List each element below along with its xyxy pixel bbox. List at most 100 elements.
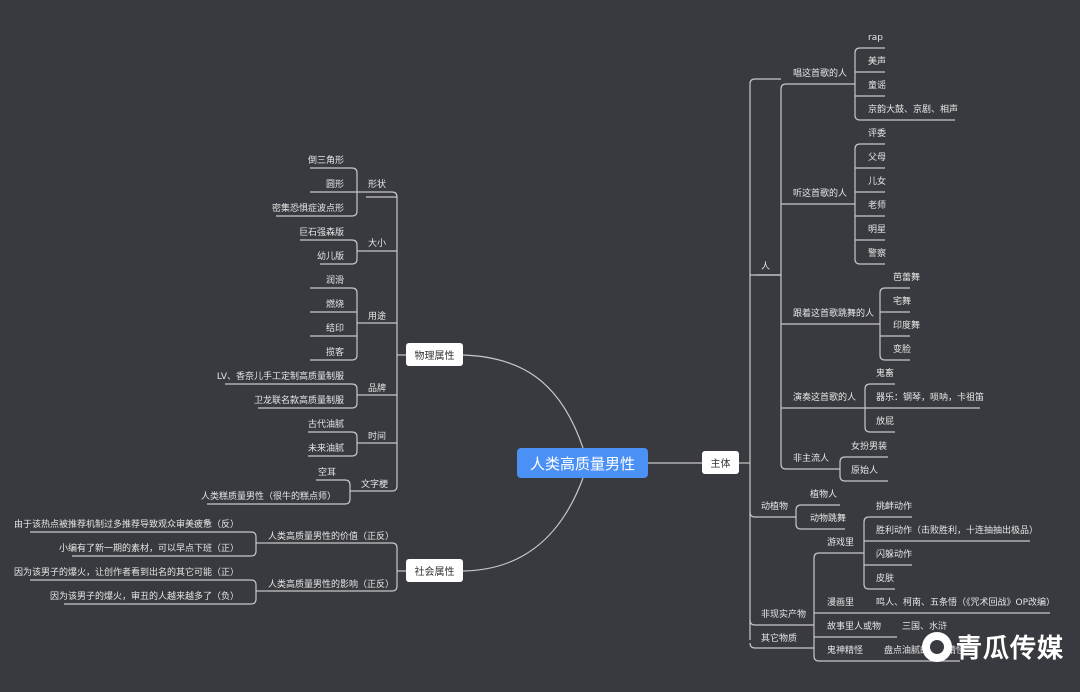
group-games[interactable]: 游戏里 (827, 538, 855, 548)
group-time[interactable]: 时间 (368, 432, 387, 442)
group-comics[interactable]: 漫画里 (827, 598, 855, 608)
connector-line (225, 383, 358, 390)
leaf-item[interactable]: 润滑 (325, 276, 344, 286)
group-usage[interactable]: 用途 (368, 312, 387, 322)
leaf-item[interactable]: 闪躲动作 (876, 550, 913, 560)
leaf-item[interactable]: 印度舞 (893, 321, 921, 331)
connector-line (813, 552, 862, 559)
branch-people[interactable]: 人 (761, 262, 771, 272)
leaf-item[interactable]: 胜利动作（击败胜利，十连抽抽出极品） (876, 526, 1039, 536)
leaf-item[interactable]: 未来油腻 (307, 444, 344, 454)
connector-line (64, 598, 257, 605)
connector-line (310, 167, 358, 174)
leaf-item[interactable]: 人类糕质量男性（很牛的糕点师） (200, 492, 336, 502)
group-brand[interactable]: 品牌 (368, 384, 387, 394)
leaf-item[interactable]: 卫龙联名款高质量制服 (253, 396, 344, 406)
group-dancers[interactable]: 跟着这首歌跳舞的人 (793, 309, 875, 319)
topic-physical-label: 物理属性 (414, 351, 455, 362)
leaf-item[interactable]: 父母 (868, 153, 887, 163)
leaf-item[interactable]: rap (868, 33, 883, 43)
connector-line (316, 479, 351, 486)
leaf-item[interactable]: 燃烧 (325, 300, 344, 310)
leaf-item[interactable]: 巨石强森版 (298, 228, 344, 238)
leaf-item[interactable]: 幼儿版 (316, 252, 344, 262)
leaf-item[interactable]: 挑衅动作 (876, 502, 913, 512)
group-value[interactable]: 人类高质量男性的价值（正反） (268, 532, 395, 542)
branch-animals-plants[interactable]: 动植物 (761, 502, 789, 512)
leaf-item[interactable]: 放屁 (876, 417, 895, 427)
leaf-item[interactable]: 美声 (868, 57, 887, 67)
connector-line (359, 485, 398, 492)
leaf-item[interactable]: 结印 (325, 324, 344, 334)
group-performers[interactable]: 演奏这首歌的人 (793, 393, 857, 403)
leaf-item[interactable]: 古代油腻 (307, 420, 344, 430)
leaf-item[interactable]: 由于该热点被推荐机制过多推荐导致观众审美疲惫（反） (13, 520, 239, 530)
leaf-item[interactable]: 植物人 (810, 490, 838, 500)
connector-line (795, 523, 845, 530)
leaf-item[interactable]: 圆形 (325, 180, 344, 190)
watermark: 青瓜传媒 (922, 628, 1064, 665)
branch-other[interactable]: 其它物质 (761, 634, 798, 644)
connector-line (268, 542, 398, 549)
connector-line (780, 463, 840, 470)
topic-subject[interactable]: 主体 (702, 451, 739, 474)
connector-line (320, 258, 358, 265)
leaf-item[interactable]: 评委 (868, 129, 887, 139)
leaf-item[interactable]: 因为该男子的爆火，审丑的人越来越多了（负） (49, 592, 239, 602)
topic-subject-label: 主体 (710, 459, 731, 470)
leaf-item[interactable]: 原始人 (851, 466, 879, 476)
leaf-item[interactable]: 倒三角形 (307, 156, 344, 166)
leaf-item[interactable]: 儿女 (868, 177, 887, 187)
group-listeners[interactable]: 听这首歌的人 (793, 189, 848, 199)
connector-line (863, 516, 912, 523)
leaf-item[interactable]: 童谣 (868, 81, 887, 91)
leaf-item[interactable]: 明星 (868, 225, 887, 235)
leaf-item[interactable]: 鬼畜 (876, 369, 895, 379)
leaf-item[interactable]: 变脸 (893, 345, 912, 355)
group-shape[interactable]: 形状 (368, 180, 387, 190)
watermark-text: 青瓜传媒 (956, 634, 1065, 664)
leaf-item[interactable]: LV、香奈儿手工定制高质量制服 (216, 372, 344, 382)
topic-social-label: 社会属性 (414, 567, 455, 578)
leaf-item[interactable]: 宅舞 (893, 297, 912, 307)
branch-unreal[interactable]: 非现实产物 (761, 610, 807, 620)
group-singers[interactable]: 唱这首歌的人 (793, 69, 848, 79)
connector-line (276, 210, 358, 217)
connector-line (854, 114, 955, 121)
root-connector (462, 477, 584, 572)
connector-line (813, 655, 960, 662)
connector-line (30, 579, 257, 586)
leaf-item[interactable]: 皮肤 (876, 574, 895, 584)
leaf-item[interactable]: 动物跳舞 (810, 514, 847, 524)
leaf-item[interactable]: 空耳 (317, 468, 336, 478)
leaf-item[interactable]: 警察 (868, 249, 887, 259)
leaf-item[interactable]: 老师 (868, 201, 887, 211)
leaf-item[interactable]: 京韵大鼓、京剧、相声 (868, 105, 959, 115)
leaf-item[interactable]: 小编有了新一期的素材，可以早点下班（正） (58, 544, 239, 554)
leaf-item[interactable]: 三国、水浒 (902, 622, 948, 632)
leaf-item[interactable]: 揽客 (325, 348, 344, 358)
connector-line (310, 287, 358, 294)
connector-line (864, 383, 895, 390)
leaf-item[interactable]: 因为该男子的爆火，让创作者看到出名的其它可能（正） (13, 568, 239, 578)
topic-physical[interactable]: 物理属性 (406, 343, 463, 366)
group-nonmainstream[interactable]: 非主流人 (793, 454, 830, 464)
leaf-item[interactable]: 器乐：钢琴，唢呐，卡祖笛 (876, 393, 985, 403)
connector-line (749, 642, 814, 649)
connector-line (749, 78, 781, 85)
group-stories[interactable]: 故事里人或物 (827, 622, 882, 632)
connector-line (749, 511, 796, 518)
topic-social[interactable]: 社会属性 (406, 559, 463, 582)
leaf-item[interactable]: 鸣人、柯南、五条悟（《咒术回战》OP改编） (876, 598, 1056, 608)
leaf-item[interactable]: 女扮男装 (851, 442, 888, 452)
leaf-item[interactable]: 芭蕾舞 (893, 273, 921, 283)
root-topic[interactable]: 人类高质量男性 (517, 448, 648, 478)
group-size[interactable]: 大小 (368, 239, 387, 249)
group-spirits[interactable]: 鬼神精怪 (827, 646, 864, 656)
group-wordplay[interactable]: 文字梗 (361, 480, 389, 490)
connector-line (310, 354, 358, 361)
leaf-item[interactable]: 密集恐惧症波点形 (271, 204, 344, 214)
group-impact[interactable]: 人类高质量男性的影响（正反） (268, 580, 395, 590)
connector-line (839, 456, 888, 463)
